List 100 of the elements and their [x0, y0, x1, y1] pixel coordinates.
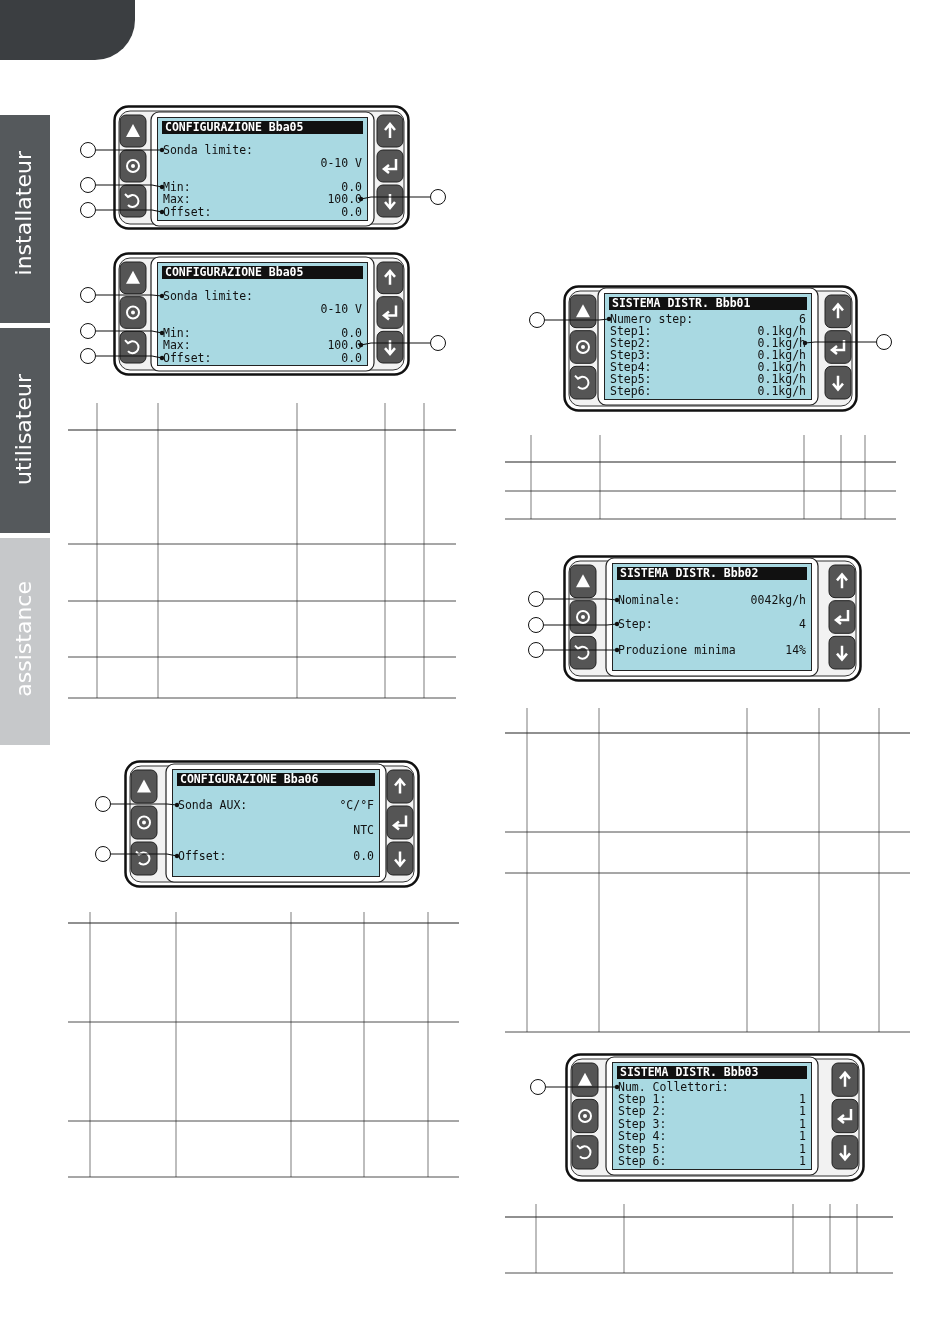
- display-title: CONFIGURAZIONE Bba06: [177, 773, 375, 786]
- display-text: 1: [799, 1143, 806, 1155]
- callout-circle: [528, 642, 544, 658]
- display-text: °C/°F: [339, 799, 374, 811]
- display-text: Step 2:: [618, 1105, 667, 1117]
- display-text: 0.1kg/h: [757, 349, 806, 361]
- callout-circle: [80, 287, 96, 303]
- callout-circle: [95, 846, 111, 862]
- leader-line: [95, 293, 165, 299]
- callout-circle: [430, 335, 446, 351]
- display-text: Nominale:: [618, 594, 681, 606]
- display-text: Step 6:: [618, 1155, 667, 1167]
- display-text: 0.1kg/h: [757, 337, 806, 349]
- display-text: 0.1kg/h: [757, 385, 806, 397]
- display-text: 0.0: [341, 327, 362, 339]
- display-title: CONFIGURAZIONE Bba05: [162, 121, 363, 134]
- callout-circle: [430, 189, 446, 205]
- display-text: Step2:: [610, 337, 652, 349]
- callout-circle: [530, 1079, 546, 1095]
- display-text: Max:: [163, 193, 191, 205]
- display-text: Step 3:: [618, 1118, 667, 1130]
- display-text: Step 5:: [618, 1143, 667, 1155]
- leader-line: [95, 355, 165, 361]
- leader-line: [358, 342, 431, 348]
- display-text: Max:: [163, 339, 191, 351]
- display-text: Step 4:: [618, 1130, 667, 1142]
- leader-line: [358, 196, 431, 202]
- callout-circle: [80, 142, 96, 158]
- leader-line: [110, 853, 180, 859]
- display-text: 1: [799, 1118, 806, 1130]
- display-text: Numero step:: [610, 313, 694, 325]
- callout-circle: [80, 202, 96, 218]
- display-text: Produzione minima: [618, 644, 736, 656]
- tab-label: utilisateur: [11, 374, 36, 485]
- leader-line: [95, 330, 165, 336]
- display-text: 1: [799, 1093, 806, 1105]
- display-text: 6: [799, 313, 806, 325]
- display-title: CONFIGURAZIONE Bba05: [162, 266, 363, 279]
- callout-circle: [80, 323, 96, 339]
- leader-line: [110, 802, 180, 808]
- callout-circle: [80, 348, 96, 364]
- lcd-display: [612, 1062, 812, 1170]
- lcd-display: [604, 293, 812, 400]
- display-title: SISTEMA DISTR. Bbb02: [617, 567, 807, 580]
- display-title: SISTEMA DISTR. Bbb01: [609, 297, 807, 310]
- display-text: 4: [799, 618, 806, 630]
- display-text: 0042kg/h: [750, 594, 806, 606]
- display-text: Min:: [163, 181, 191, 193]
- callout-circle: [876, 334, 892, 350]
- tab-label: installateur: [11, 150, 36, 275]
- display-text: Sonda limite:: [163, 144, 253, 156]
- display-text: 0-10 V: [320, 157, 362, 169]
- leader-line: [95, 184, 165, 190]
- leader-line: [802, 340, 877, 346]
- tab-label: assistance: [11, 581, 36, 697]
- leader-line: [95, 147, 165, 153]
- display-text: Step4:: [610, 361, 652, 373]
- leader-line: [545, 1084, 620, 1090]
- display-title: SISTEMA DISTR. Bbb03: [617, 1066, 807, 1079]
- display-text: 100.0: [327, 339, 362, 351]
- lcd-display: [157, 262, 368, 366]
- lcd-display: [157, 117, 368, 221]
- leader-line: [95, 209, 165, 215]
- display-text: Num. Collettori:: [618, 1081, 729, 1093]
- display-text: Step:: [618, 618, 653, 630]
- leader-line: [544, 316, 612, 322]
- display-text: 100.0: [327, 193, 362, 205]
- display-text: Offset:: [178, 850, 227, 862]
- display-text: Sonda limite:: [163, 290, 253, 302]
- leader-line: [543, 597, 620, 603]
- display-text: 0.1kg/h: [757, 361, 806, 373]
- display-text: 0.0: [341, 206, 362, 218]
- display-text: Step3:: [610, 349, 652, 361]
- callout-circle: [80, 177, 96, 193]
- display-text: 1: [799, 1155, 806, 1167]
- display-text: 0.0: [341, 181, 362, 193]
- display-text: Step6:: [610, 385, 652, 397]
- display-text: Step1:: [610, 325, 652, 337]
- callout-circle: [95, 796, 111, 812]
- leader-line: [543, 647, 620, 653]
- display-text: 1: [799, 1105, 806, 1117]
- lcd-display: [172, 769, 380, 877]
- display-text: 0-10 V: [320, 303, 362, 315]
- display-text: Sonda AUX:: [178, 799, 248, 811]
- display-text: 1: [799, 1130, 806, 1142]
- display-text: 0.0: [341, 352, 362, 364]
- display-text: Offset:: [163, 352, 212, 364]
- display-text: Min:: [163, 327, 191, 339]
- callout-circle: [528, 617, 544, 633]
- callout-circle: [529, 312, 545, 328]
- display-text: NTC: [353, 824, 374, 836]
- display-text: 0.0: [353, 850, 374, 862]
- display-text: 0.1kg/h: [757, 325, 806, 337]
- callout-circle: [528, 591, 544, 607]
- leader-line: [543, 621, 620, 627]
- display-text: Step5:: [610, 373, 652, 385]
- display-text: Step 1:: [618, 1093, 667, 1105]
- display-text: 14%: [785, 644, 806, 656]
- display-text: Offset:: [163, 206, 212, 218]
- display-text: 0.1kg/h: [757, 373, 806, 385]
